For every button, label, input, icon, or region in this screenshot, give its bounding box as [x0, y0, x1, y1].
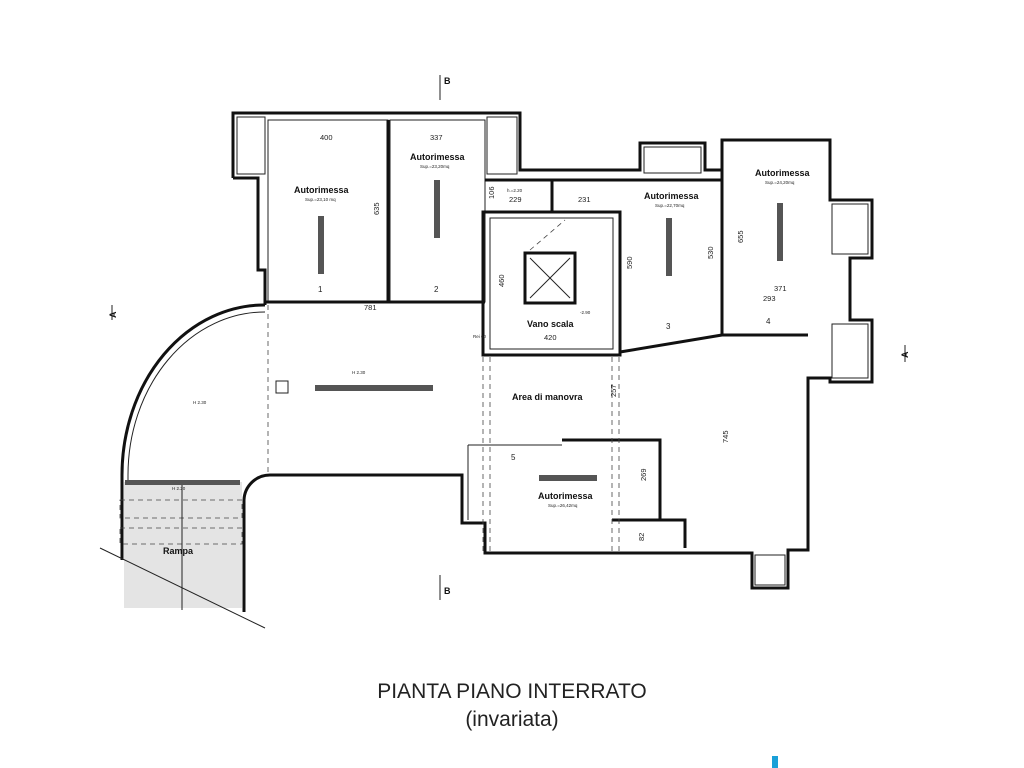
dim-106: 106	[487, 186, 496, 199]
section-mark-b-bottom: B	[444, 586, 451, 596]
dim-655: 655	[736, 230, 745, 243]
room-5-name: Autorimessa	[538, 491, 594, 501]
room-3-number: 3	[666, 322, 671, 331]
dim-231: 231	[578, 195, 591, 204]
room-4-area: Sup.=24,20mq	[765, 180, 795, 185]
room-2-number: 2	[434, 285, 439, 294]
section-mark-b-top: B	[444, 76, 451, 86]
dim-229: 229	[509, 195, 522, 204]
height-main: H 2.30	[352, 370, 366, 375]
room-3-area: Sup.=22,70mq	[655, 203, 685, 208]
drawing-title-main: PIANTA PIANO INTERRATO	[377, 680, 647, 703]
room-1-area: Sup.=23,10 mq	[305, 197, 336, 202]
room-1-number: 1	[318, 285, 323, 294]
drawing-title: PIANTA PIANO INTERRATO (invariata)	[0, 678, 1024, 734]
dim-635: 635	[372, 202, 381, 215]
room-5-area: Sup.=26,42mq	[548, 503, 578, 508]
dim-257: 257	[609, 384, 618, 397]
stair-level: -2.90	[580, 310, 591, 315]
dim-745: 745	[721, 430, 730, 443]
walls	[99, 75, 906, 629]
room-1-name: Autorimessa	[294, 185, 350, 195]
dim-371: 371	[774, 284, 787, 293]
height-curve: H 2.30	[193, 400, 207, 405]
room-3-name: Autorimessa	[644, 191, 700, 201]
height-ramp: H 2.20	[172, 486, 186, 491]
room-2-area: Sup.=23,20mq	[420, 164, 450, 169]
room-4-number: 4	[766, 317, 771, 326]
maneuver-area-label: Area di manovra	[512, 392, 584, 402]
dim-460: 460	[497, 274, 506, 287]
ramp-label: Rampa	[163, 546, 194, 556]
dim-337: 337	[430, 133, 443, 142]
door-rating: Rei 60	[473, 334, 487, 339]
dim-590: 590	[625, 256, 634, 269]
dim-82: 82	[637, 533, 646, 541]
stair-height: h.=2.20	[507, 188, 523, 193]
section-mark-a-right: A	[900, 351, 910, 358]
section-mark-a-left: A	[108, 311, 118, 318]
dim-400: 400	[320, 133, 333, 142]
dim-781: 781	[364, 303, 377, 312]
stair-label: Vano scala	[527, 319, 575, 329]
dim-530: 530	[706, 246, 715, 259]
logo-mark	[772, 756, 778, 768]
dim-420: 420	[544, 333, 557, 342]
drawing-title-sub: (invariata)	[465, 708, 559, 731]
room-2-name: Autorimessa	[410, 152, 466, 162]
dim-293: 293	[763, 294, 776, 303]
room-4-name: Autorimessa	[755, 168, 811, 178]
room-5-number: 5	[511, 453, 516, 462]
dim-269: 269	[639, 468, 648, 481]
labels: B B A A Autorimessa Sup.=23,10 mq 1 Auto…	[108, 76, 910, 596]
